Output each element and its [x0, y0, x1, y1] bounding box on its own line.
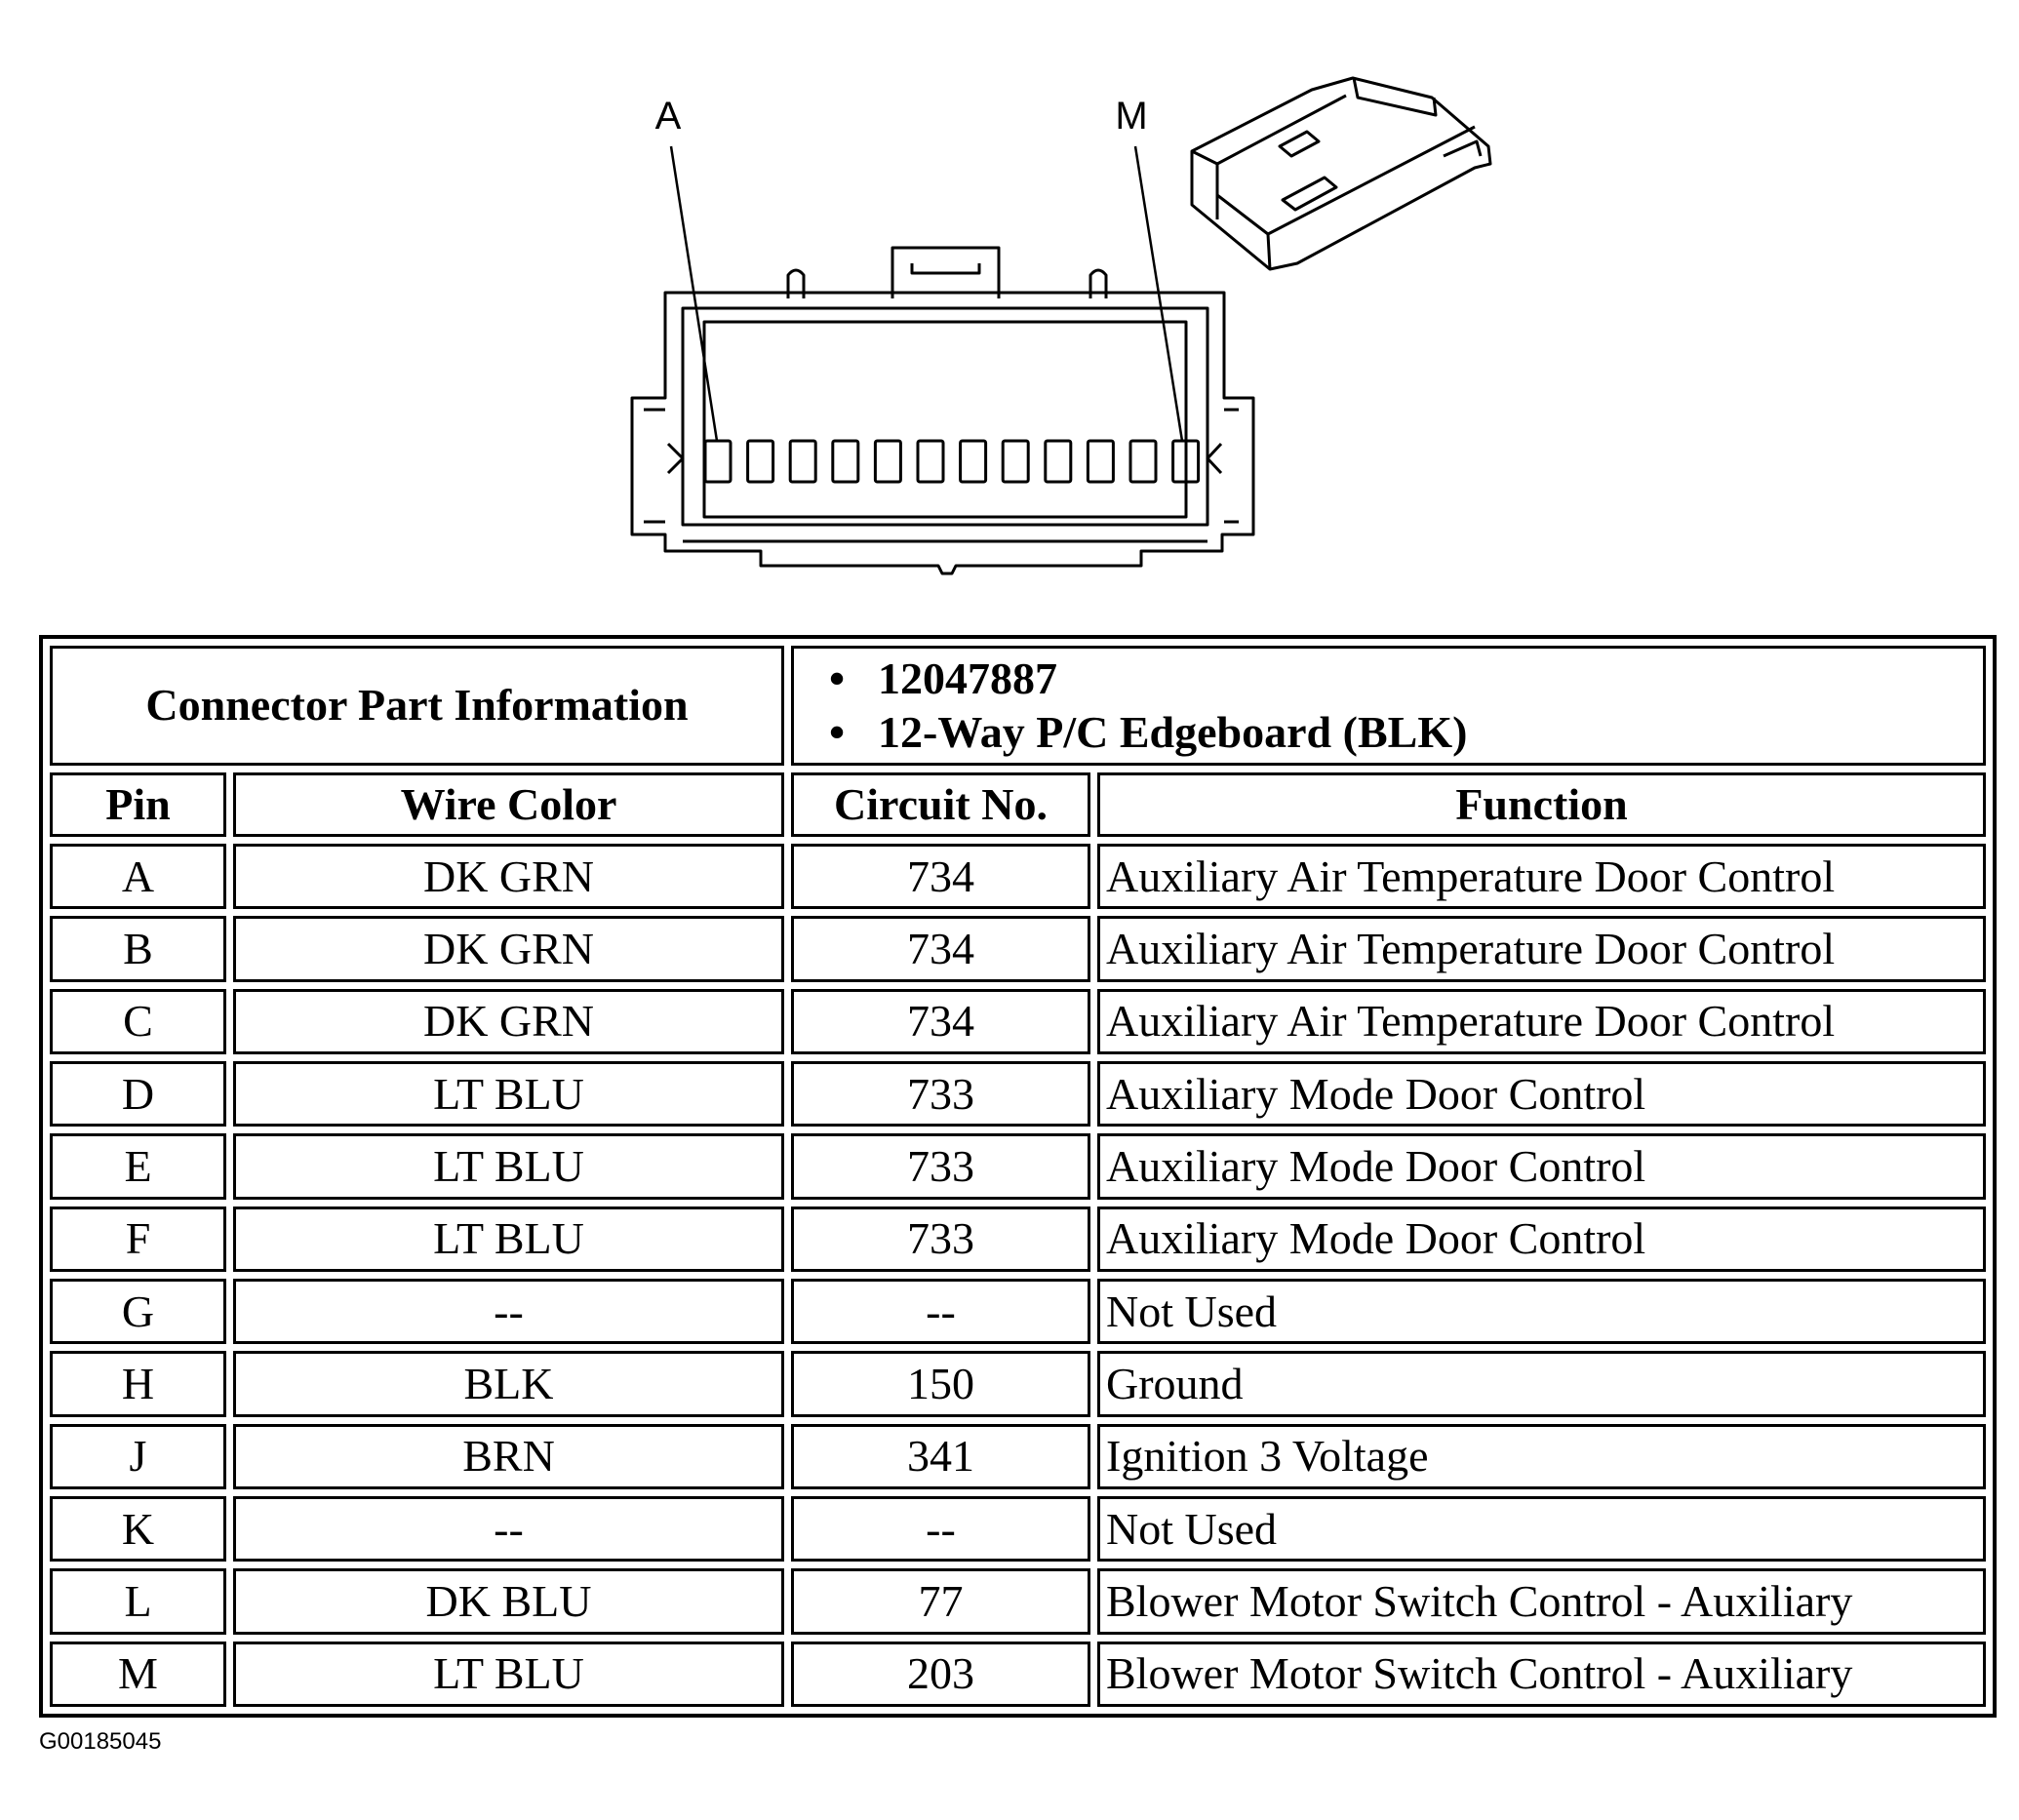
pin-cell: B	[50, 916, 226, 982]
column-header-row: Pin Wire Color Circuit No. Function	[50, 772, 1986, 837]
function-cell: Blower Motor Switch Control - Auxiliary	[1097, 1641, 1986, 1707]
column-header-pin: Pin	[50, 772, 226, 837]
connector-inner-frame	[681, 306, 1209, 527]
function-cell: Auxiliary Mode Door Control	[1097, 1060, 1986, 1128]
pin-cavity	[959, 439, 988, 484]
circuit-no-cell: --	[791, 1278, 1090, 1345]
pinout-table: Connector Part Information 12047887 12-W…	[39, 635, 1997, 1718]
pin-cavity	[1128, 439, 1158, 484]
part-info-list: 12047887 12-Way P/C Edgeboard (BLK)	[794, 652, 1983, 759]
part-description: 12-Way P/C Edgeboard (BLK)	[829, 705, 1983, 759]
circuit-no-cell: 734	[791, 843, 1090, 910]
function-cell: Auxiliary Mode Door Control	[1097, 1133, 1986, 1200]
connector-diagram: A M	[630, 76, 1492, 575]
pin-cavity	[1001, 439, 1030, 484]
column-header-wire-color: Wire Color	[233, 772, 784, 837]
function-cell: Auxiliary Mode Door Control	[1097, 1206, 1986, 1272]
pin-cavity	[1171, 439, 1201, 484]
pin-cavity	[788, 439, 817, 484]
pin-cavity	[1086, 439, 1115, 484]
pin-cavity	[873, 439, 902, 484]
pin-cell: M	[50, 1641, 226, 1707]
circuit-no-cell: 733	[791, 1206, 1090, 1272]
pin-m-label: M	[1115, 95, 1147, 138]
wire-color-cell: LT BLU	[233, 1206, 784, 1272]
connector-info-label: Connector Part Information	[50, 646, 784, 766]
circuit-no-cell: 77	[791, 1568, 1090, 1635]
column-header-circuit-no: Circuit No.	[791, 772, 1090, 837]
pin-cell: C	[50, 988, 226, 1054]
pin-cavity	[831, 439, 860, 484]
pin-m-leader-line	[1133, 145, 1184, 442]
pin-cavity	[746, 439, 775, 484]
wire-color-cell: --	[233, 1495, 784, 1563]
pin-cell: D	[50, 1060, 226, 1128]
pin-cell: H	[50, 1351, 226, 1417]
function-cell: Not Used	[1097, 1278, 1986, 1345]
pin-cell: F	[50, 1206, 226, 1272]
pin-cavity	[1044, 439, 1073, 484]
pin-a-label: A	[655, 95, 682, 138]
connector-info-values: 12047887 12-Way P/C Edgeboard (BLK)	[791, 646, 1986, 766]
wire-color-cell: LT BLU	[233, 1641, 784, 1707]
circuit-no-cell: 733	[791, 1060, 1090, 1128]
connector-housing	[630, 291, 1255, 575]
table-row: G----Not Used	[50, 1278, 1986, 1345]
function-cell: Auxiliary Air Temperature Door Control	[1097, 916, 1986, 982]
pin-cell: G	[50, 1278, 226, 1345]
part-number: 12047887	[829, 652, 1983, 705]
pin-cell: L	[50, 1568, 226, 1635]
circuit-no-cell: 203	[791, 1641, 1090, 1707]
connector-post-right	[1089, 268, 1108, 298]
function-cell: Not Used	[1097, 1495, 1986, 1563]
function-cell: Auxiliary Air Temperature Door Control	[1097, 988, 1986, 1054]
wire-color-cell: DK GRN	[233, 988, 784, 1054]
connector-latch-tab	[891, 246, 1001, 298]
wire-color-cell: DK GRN	[233, 916, 784, 982]
function-cell: Auxiliary Air Temperature Door Control	[1097, 843, 1986, 910]
pin-cell: A	[50, 843, 226, 910]
table-row: K----Not Used	[50, 1495, 1986, 1563]
function-cell: Ground	[1097, 1351, 1986, 1417]
pin-cavity	[916, 439, 945, 484]
pin-cell: K	[50, 1495, 226, 1563]
function-cell: Ignition 3 Voltage	[1097, 1423, 1986, 1489]
pin-a-leader-line	[669, 145, 719, 442]
column-header-function: Function	[1097, 772, 1986, 837]
connector-info-row: Connector Part Information 12047887 12-W…	[50, 646, 1986, 766]
wire-color-cell: --	[233, 1278, 784, 1345]
document-id: G00185045	[39, 1728, 162, 1755]
circuit-no-cell: 150	[791, 1351, 1090, 1417]
pin-cell: J	[50, 1423, 226, 1489]
pin-cavity	[703, 439, 732, 484]
connector-post-left	[786, 268, 806, 298]
wire-color-cell: LT BLU	[233, 1060, 784, 1128]
wire-color-cell: DK BLU	[233, 1568, 784, 1635]
function-cell: Blower Motor Switch Control - Auxiliary	[1097, 1568, 1986, 1635]
circuit-no-cell: 734	[791, 916, 1090, 982]
circuit-no-cell: 733	[791, 1133, 1090, 1200]
connector-3d-view	[1190, 76, 1492, 271]
wire-color-cell: BLK	[233, 1351, 784, 1417]
pin-cell: E	[50, 1133, 226, 1200]
circuit-no-cell: --	[791, 1495, 1090, 1563]
wire-color-cell: BRN	[233, 1423, 784, 1489]
wire-color-cell: DK GRN	[233, 843, 784, 910]
circuit-no-cell: 734	[791, 988, 1090, 1054]
wire-color-cell: LT BLU	[233, 1133, 784, 1200]
circuit-no-cell: 341	[791, 1423, 1090, 1489]
